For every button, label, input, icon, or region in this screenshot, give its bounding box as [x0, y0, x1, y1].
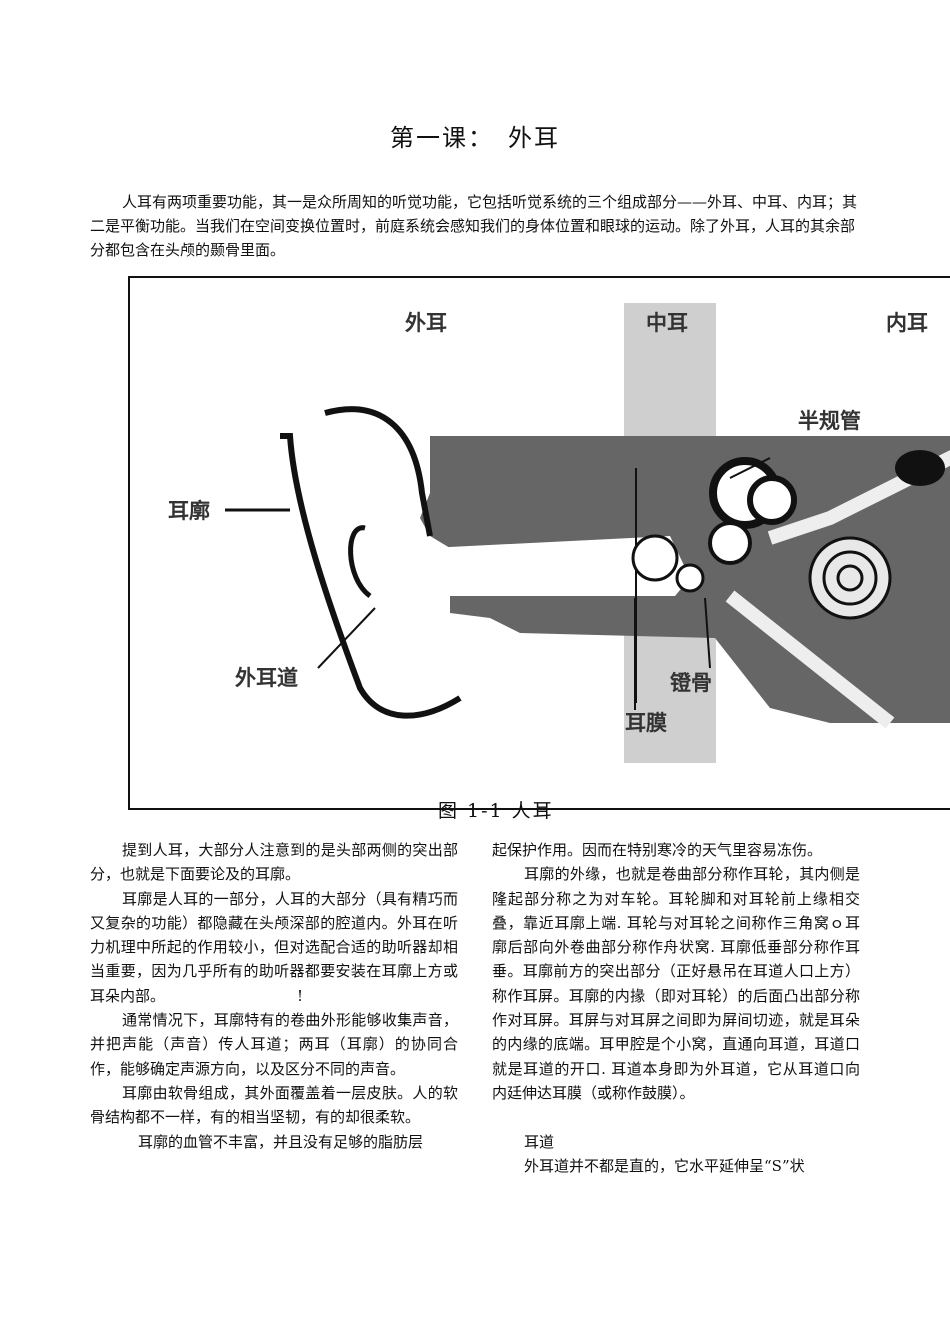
page-title: 第一课： 外耳 — [390, 124, 560, 152]
paragraph: 耳廓是人耳的一部分，人耳的大部分（具有精巧而又复杂的功能）都隐藏在头颅深部的腔道… — [90, 887, 458, 1008]
paragraph: 耳廓的血管不丰富，并且没有足够的脂肪层 — [138, 1132, 424, 1151]
stray-mark: ! — [297, 986, 304, 1005]
right-column: 起保护作用。因而在特别寒冷的天气里容易冻伤。 耳廓的外缘，也就是卷曲部分称作耳轮… — [492, 838, 860, 1178]
ear-diagram: 外耳 中耳 内耳 半规管 耳廓 外耳道 镫骨 耳膜 — [168, 303, 950, 763]
label-outer-ear: 外耳 — [405, 311, 447, 335]
canal-pointer — [317, 607, 376, 669]
ossicle-hammer — [631, 534, 679, 582]
ear-anatomy-figure: 外耳 中耳 内耳 半规管 耳廓 外耳道 镫骨 耳膜 — [128, 276, 950, 810]
vestibule — [708, 521, 752, 565]
paragraph: 外耳道并不都是直的，它水平延伸呈“S”状 — [524, 1156, 805, 1175]
ear-canal-shape — [430, 536, 690, 596]
ossicle-anvil — [675, 563, 705, 593]
label-semicircular: 半规管 — [798, 409, 861, 433]
cochlea-turn — [822, 550, 878, 606]
label-canal: 外耳道 — [235, 666, 298, 690]
cochlea — [808, 536, 892, 620]
paragraph: 耳廓由软骨组成，其外面覆盖着一层皮肤。人的软骨结构都不一样，有的相当坚韧，有的却… — [90, 1083, 458, 1127]
pinna-helix — [324, 406, 433, 537]
semicircular-pointer — [729, 457, 771, 479]
figure-caption: 图 1-1 人耳 — [438, 800, 554, 822]
intro-paragraph: 人耳有两项重要功能，其一是众所周知的听觉功能，它包括听觉系统的三个组成部分——外… — [90, 193, 858, 259]
paragraph: 耳廓的外缘，也就是卷曲部分称作耳轮，其内侧是隆起部分称之为对车轮。耳轮脚和对耳轮… — [492, 865, 860, 1102]
paragraph: 提到人耳，大部分人注意到的是头部两侧的突出部分，也就是下面要论及的耳廓。 — [90, 841, 458, 884]
paragraph: 起保护作用。因而在特别寒冷的天气里容易冻伤。 — [492, 841, 823, 859]
stapes-pointer — [704, 597, 711, 669]
label-inner-ear: 内耳 — [886, 311, 928, 335]
eustachian-tube — [725, 590, 895, 729]
label-pinna: 耳廓 — [168, 499, 210, 523]
section-heading: 耳道 — [524, 1132, 555, 1151]
pinna-inner — [348, 525, 372, 599]
label-middle-ear: 中耳 — [646, 311, 688, 335]
label-eardrum: 耳膜 — [625, 711, 667, 735]
label-stapes: 镫骨 — [670, 671, 712, 695]
left-column: 提到人耳，大部分人注意到的是头部两侧的突出部分，也就是下面要论及的耳廓。 耳廓是… — [90, 838, 458, 1154]
semicircular-canal-2 — [747, 475, 797, 525]
pinna-outline — [280, 433, 462, 719]
paragraph: 通常情况下，耳廓特有的卷曲外形能够收集声音，并把声能（声音）传人耳道；两耳（耳廓… — [90, 1011, 458, 1078]
cochlea-core — [836, 564, 864, 592]
dark-spot-inner — [895, 450, 945, 486]
